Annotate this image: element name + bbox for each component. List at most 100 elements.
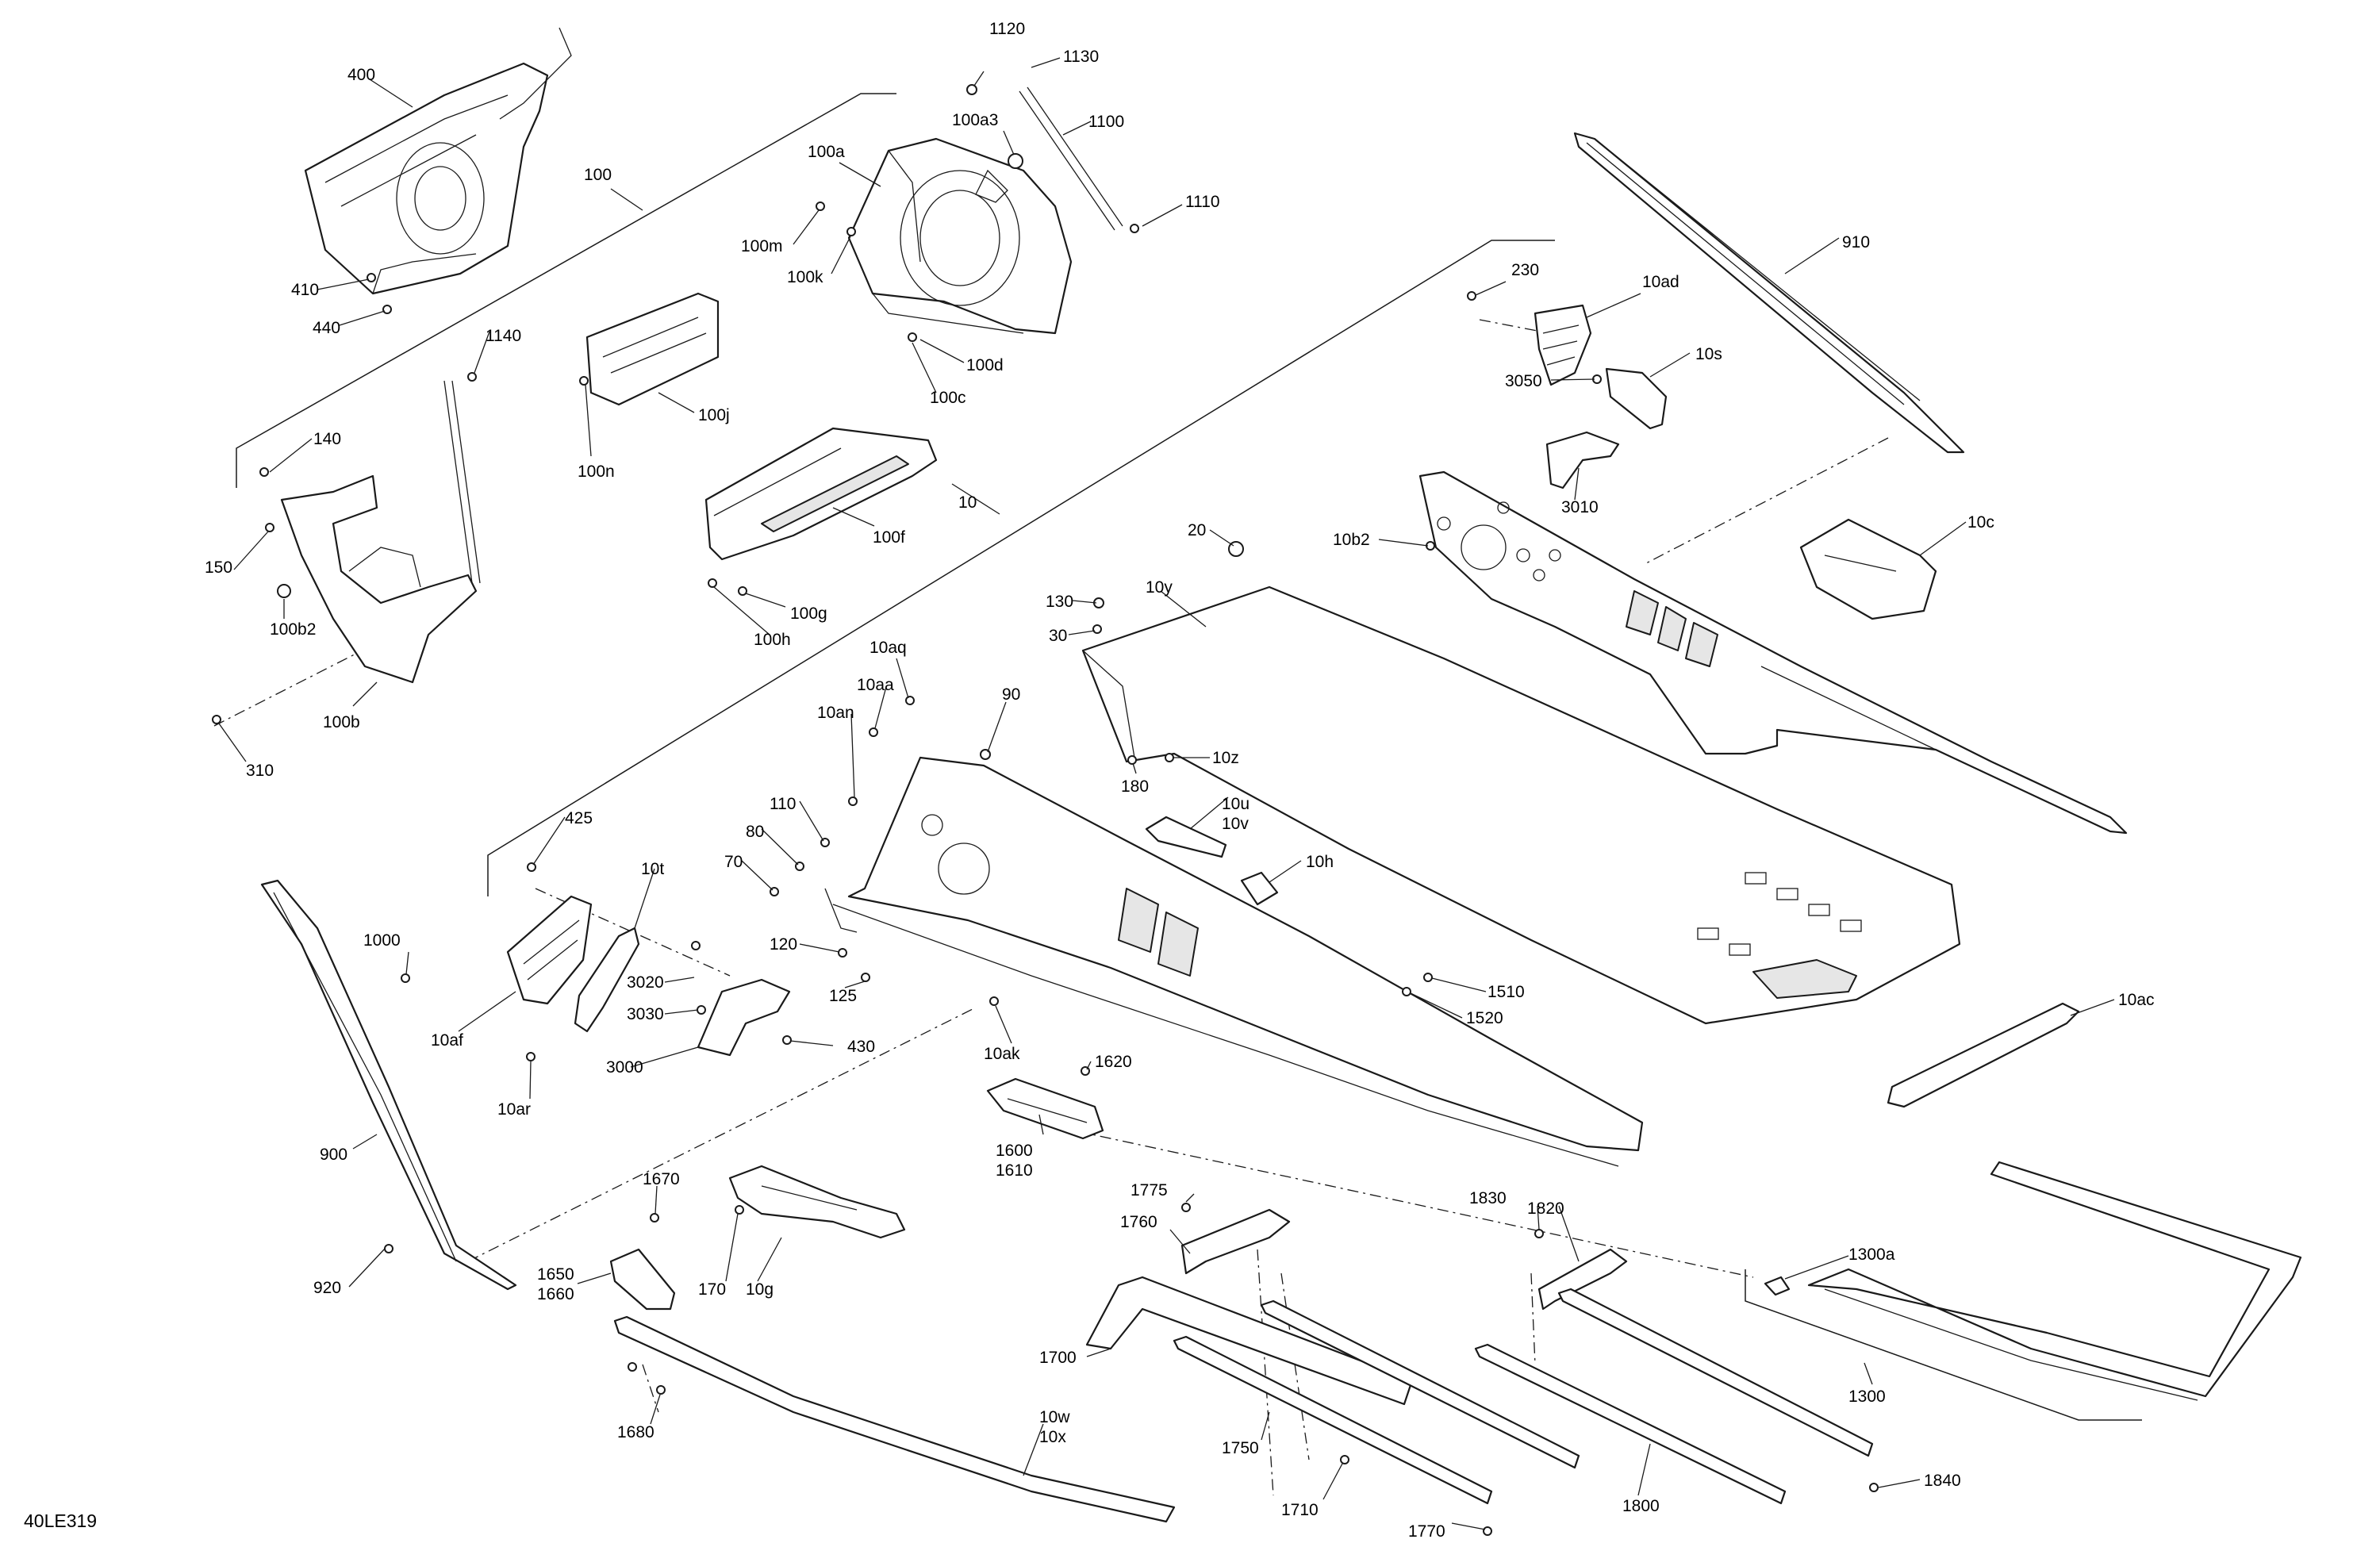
figure-reference: 40LE319 — [24, 1510, 97, 1531]
callout-100j: 100j — [698, 406, 730, 424]
part-100f-bracket — [704, 427, 938, 561]
callout-180: 180 — [1121, 777, 1149, 796]
callout-440: 440 — [313, 319, 340, 337]
callout-10t: 10t — [641, 860, 664, 878]
callout-1830: 1830 — [1469, 1189, 1507, 1207]
callout-3020: 3020 — [627, 973, 664, 992]
callout-10z: 10z — [1212, 749, 1239, 767]
part-1600-pad — [986, 1077, 1104, 1140]
part-10c-bracket — [1799, 518, 1937, 620]
part-10t-panel — [574, 927, 640, 1033]
callout-10: 10 — [958, 493, 977, 512]
part-100a-frame — [847, 86, 1123, 335]
callout-100h: 100h — [754, 631, 791, 649]
callout-10aq: 10aq — [869, 639, 907, 657]
part-910-rail — [1573, 132, 1965, 454]
callout-1840: 1840 — [1924, 1472, 1961, 1490]
callout-1710: 1710 — [1281, 1501, 1319, 1519]
group-brackets — [236, 93, 2142, 1421]
part-400-frame — [304, 27, 572, 295]
callout-1670: 1670 — [643, 1170, 680, 1188]
callout-1820: 1820 — [1527, 1199, 1564, 1218]
part-10u-bracket — [1145, 816, 1227, 858]
callout-1800: 1800 — [1622, 1497, 1660, 1515]
callout-10c: 10c — [1967, 513, 1994, 532]
callout-1130: 1130 — [1063, 48, 1099, 66]
callout-3050: 3050 — [1505, 372, 1542, 390]
part-10h-block — [1240, 871, 1279, 906]
part-1300a-clip — [1764, 1276, 1791, 1296]
callout-425: 425 — [565, 809, 593, 827]
callout-30: 30 — [1049, 627, 1067, 645]
callout-1775: 1775 — [1130, 1181, 1168, 1199]
part-1760-bracket — [1180, 1208, 1291, 1275]
part-1300-bumper — [1807, 1161, 2302, 1401]
part-1650-block — [609, 1248, 676, 1311]
callout-labels: 400 100 410 440 1120 1130 100a3 1100 100… — [205, 20, 2155, 1541]
callout-1620: 1620 — [1095, 1053, 1132, 1071]
callout-130: 130 — [1046, 593, 1073, 611]
callout-10ac: 10ac — [2118, 991, 2155, 1009]
callout-110: 110 — [770, 795, 796, 813]
part-1800-rail — [1474, 1343, 1787, 1505]
part-10y-tunnel-plate — [1081, 585, 1961, 1025]
callout-910: 910 — [1842, 233, 1870, 251]
callout-80: 80 — [746, 823, 764, 841]
callout-100c: 100c — [930, 389, 966, 407]
part-10g-bracket — [728, 1165, 906, 1239]
callout-100a: 100a — [808, 143, 845, 161]
callout-410: 410 — [291, 281, 319, 299]
callout-100k: 100k — [787, 268, 823, 286]
callout-310: 310 — [246, 762, 274, 780]
callout-170: 170 — [698, 1280, 726, 1299]
callout-20: 20 — [1188, 521, 1206, 539]
callout-1100: 1100 — [1088, 113, 1124, 131]
part-10s-bracket — [1605, 367, 1668, 430]
callout-1680: 1680 — [617, 1423, 654, 1441]
part-1710-rail — [1260, 1299, 1580, 1469]
callout-100g: 100g — [790, 605, 827, 623]
callout-400: 400 — [347, 66, 375, 84]
callout-10ad: 10ad — [1642, 273, 1679, 291]
callout-430: 430 — [847, 1038, 875, 1056]
part-10af-grille — [506, 895, 593, 1005]
callout-100b2: 100b2 — [270, 620, 316, 639]
callout-10an: 10an — [817, 704, 854, 722]
callout-100f: 100f — [873, 528, 905, 547]
callout-100m: 100m — [741, 237, 783, 255]
part-1840-rail — [1557, 1288, 1874, 1457]
callout-3030: 3030 — [627, 1005, 664, 1023]
part-1700-step — [1085, 1276, 1414, 1406]
callout-1760: 1760 — [1120, 1213, 1157, 1231]
callout-1600: 1600 — [996, 1142, 1033, 1160]
callout-1610: 1610 — [996, 1161, 1033, 1180]
callout-10u: 10u — [1222, 795, 1250, 813]
callout-1120: 1120 — [989, 20, 1025, 38]
callout-10g: 10g — [746, 1280, 774, 1299]
part-10-tunnel-side — [824, 756, 1644, 1167]
callout-900: 900 — [320, 1146, 347, 1164]
part-10w-runner — [613, 1315, 1176, 1523]
part-10b2-side-panel — [1418, 470, 2128, 835]
callout-1510: 1510 — [1488, 983, 1525, 1001]
callout-1660: 1660 — [537, 1285, 574, 1303]
callout-1520: 1520 — [1466, 1009, 1503, 1027]
callout-3000: 3000 — [606, 1058, 643, 1077]
callout-1300a: 1300a — [1848, 1246, 1895, 1264]
callout-10y: 10y — [1146, 578, 1173, 597]
callout-100b: 100b — [323, 713, 360, 731]
callout-10x: 10x — [1039, 1428, 1066, 1446]
callout-100a3: 100a3 — [952, 111, 998, 129]
part-100b-frame — [277, 380, 481, 684]
callout-10h: 10h — [1306, 853, 1334, 871]
part-10ac-rail — [1887, 1002, 2080, 1108]
callout-150: 150 — [205, 558, 232, 577]
part-1750-rail — [1173, 1335, 1493, 1505]
callout-10aa: 10aa — [857, 676, 894, 694]
callout-920: 920 — [313, 1279, 341, 1297]
callout-1140: 1140 — [486, 327, 521, 345]
callout-1770: 1770 — [1408, 1522, 1445, 1541]
callout-1700: 1700 — [1039, 1349, 1077, 1367]
callout-1750: 1750 — [1222, 1439, 1259, 1457]
